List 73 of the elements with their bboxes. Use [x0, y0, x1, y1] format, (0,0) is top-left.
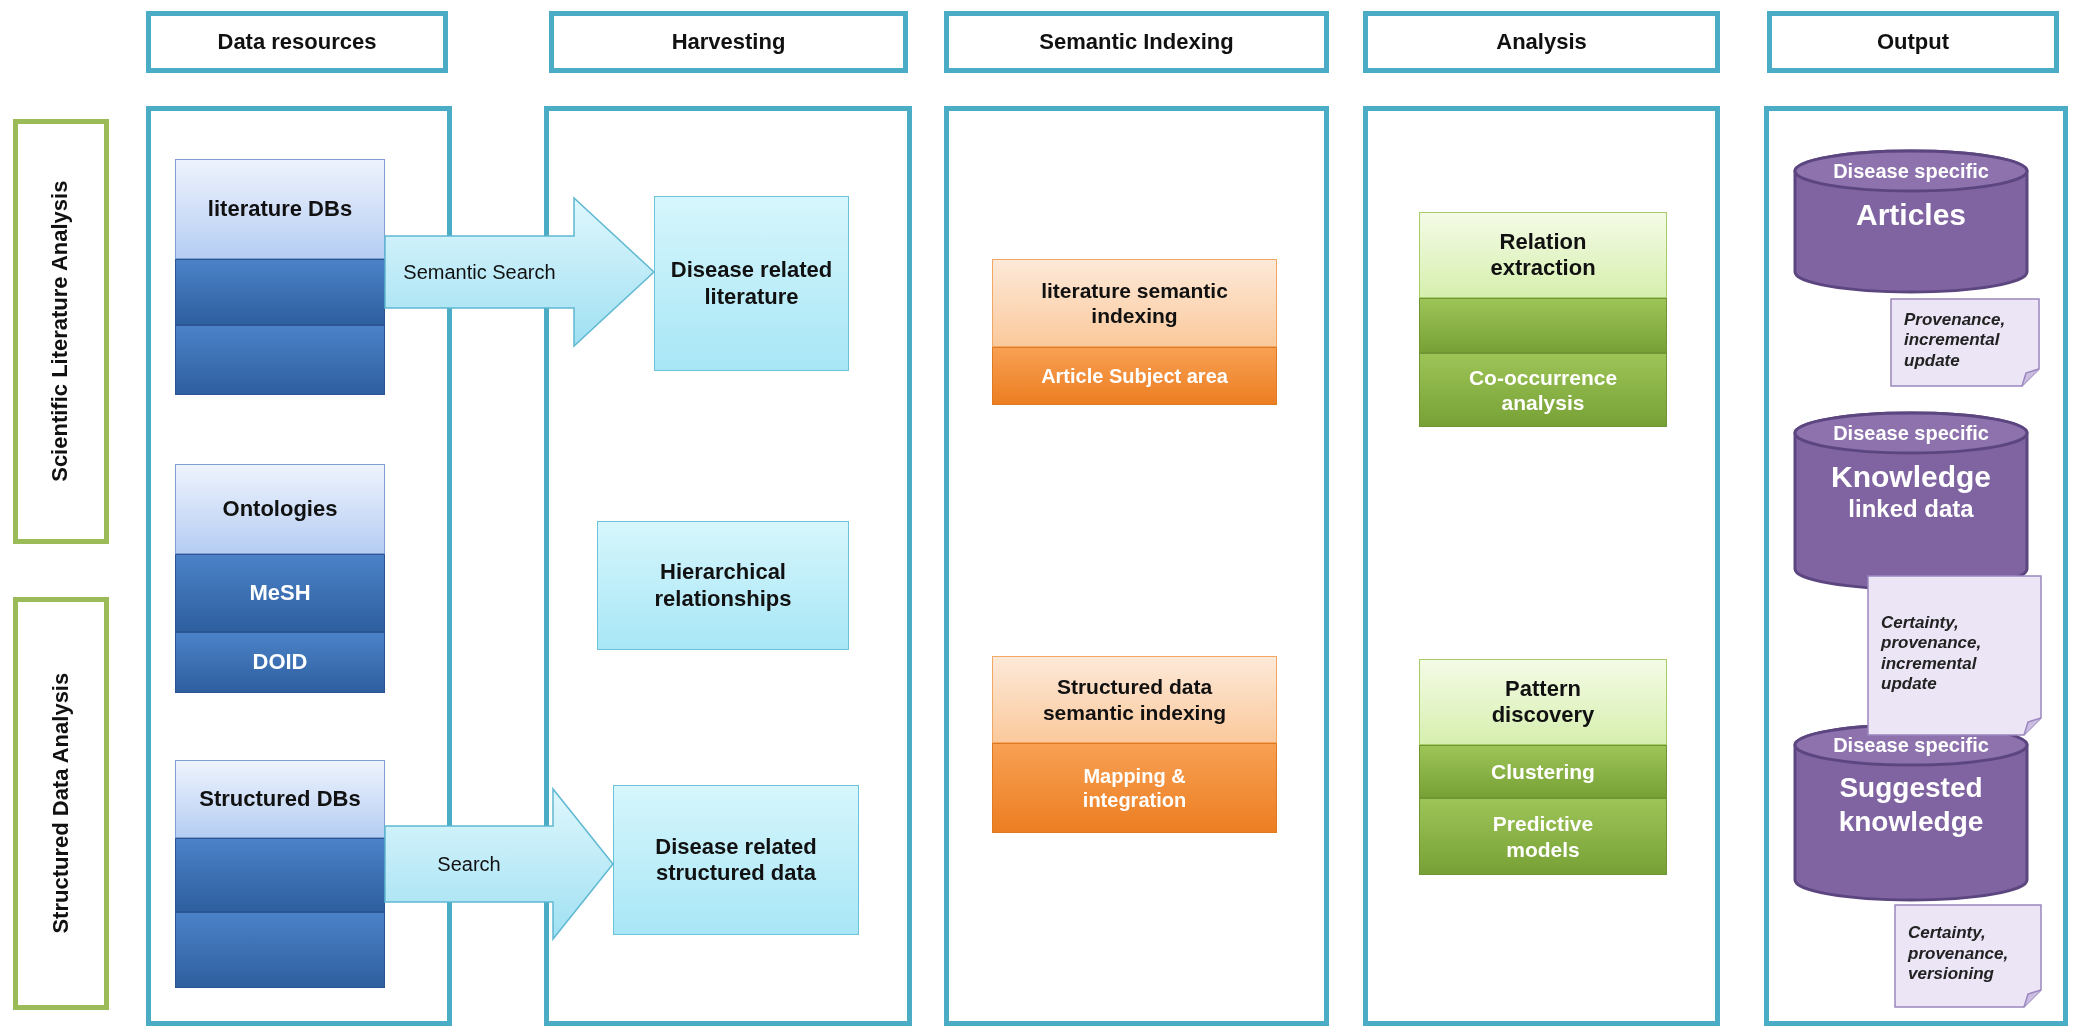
node-label: Structured Data Analysis — [47, 673, 74, 934]
database-cylinder — [1793, 411, 2029, 591]
node-label: Semantic Indexing — [1039, 28, 1234, 56]
node-label: literature semantic indexing — [1040, 277, 1229, 329]
node-label: MeSH — [249, 579, 311, 607]
cylinder-title: Articles — [1855, 197, 1967, 233]
node-label: Clustering — [1491, 758, 1595, 785]
node-label: Mapping & integration — [1081, 764, 1188, 812]
node-label: Disease related structured data — [654, 833, 818, 887]
analysis-header — [1419, 212, 1667, 298]
node-label: Co-occurrence analysis — [1467, 364, 1619, 416]
node-label: literature DBs — [207, 195, 353, 223]
node-label: Disease related literature — [669, 257, 834, 310]
edge-label: Semantic Search — [403, 260, 556, 284]
indexing-header — [992, 656, 1277, 743]
column-header — [146, 11, 448, 73]
node-label: Data resources — [217, 28, 377, 56]
node-label: Relation extraction — [1489, 228, 1597, 282]
database-cylinder — [1793, 723, 2029, 902]
node-label: Structured data semantic indexing — [1041, 674, 1228, 725]
node-label: Ontologies — [222, 495, 338, 523]
harvest-box — [613, 785, 859, 935]
database-group-header — [175, 464, 385, 554]
node-label: Pattern discovery — [1490, 675, 1596, 729]
column-header — [944, 11, 1329, 73]
database-band — [175, 912, 385, 988]
database-group-header — [175, 159, 385, 259]
cylinder-title: Knowledge — [1831, 459, 1991, 495]
row-label-box — [13, 119, 109, 544]
cylinder-caption: Disease specific — [1833, 733, 1989, 757]
cylinder-caption: Disease specific — [1833, 421, 1989, 445]
database-band — [175, 554, 385, 632]
column-header — [1767, 11, 2059, 73]
edge-label: Search — [437, 852, 501, 876]
node-label: Analysis — [1496, 28, 1587, 56]
cylinder-caption: Disease specific — [1833, 159, 1989, 183]
database-band — [175, 838, 385, 912]
cylinder-title: linked data — [1848, 495, 1974, 524]
indexing-band — [992, 347, 1277, 405]
node-label: Provenance, incremental update — [1904, 309, 2007, 372]
cylinder-title: Suggested knowledge — [1837, 771, 1985, 839]
analysis-band — [1419, 298, 1667, 353]
node-label: Output — [1876, 28, 1950, 56]
block-arrow — [384, 196, 656, 348]
database-band — [175, 259, 385, 325]
node-label: Hierarchical relationships — [653, 559, 793, 612]
note-card — [1867, 575, 2042, 736]
indexing-header — [992, 259, 1277, 347]
node-label: Predictive models — [1491, 811, 1595, 862]
analysis-band — [1419, 353, 1667, 427]
node-label: Structured DBs — [199, 785, 361, 813]
analysis-band — [1419, 798, 1667, 875]
node-label: DOID — [252, 649, 308, 676]
note-card — [1890, 298, 2040, 387]
database-cylinder — [1793, 149, 2029, 294]
column-header — [549, 11, 908, 73]
note-card — [1894, 904, 2042, 1008]
block-arrow — [384, 786, 614, 942]
node-label: Article Subject area — [1041, 364, 1228, 388]
database-band — [175, 632, 385, 693]
database-band — [175, 325, 385, 395]
node-label: Certainty, provenance, versioning — [1908, 923, 2010, 985]
harvest-box — [654, 196, 849, 371]
row-label-box — [13, 597, 109, 1010]
indexing-band — [992, 743, 1277, 833]
node-label: Scientific Literature Analysis — [47, 180, 74, 483]
column-header — [1363, 11, 1720, 73]
node-label: Certainty, provenance, incremental update — [1881, 612, 1983, 695]
database-group-header — [175, 760, 385, 838]
harvest-box — [597, 521, 849, 650]
analysis-band — [1419, 745, 1667, 798]
analysis-header — [1419, 659, 1667, 745]
node-label: Harvesting — [671, 28, 786, 56]
